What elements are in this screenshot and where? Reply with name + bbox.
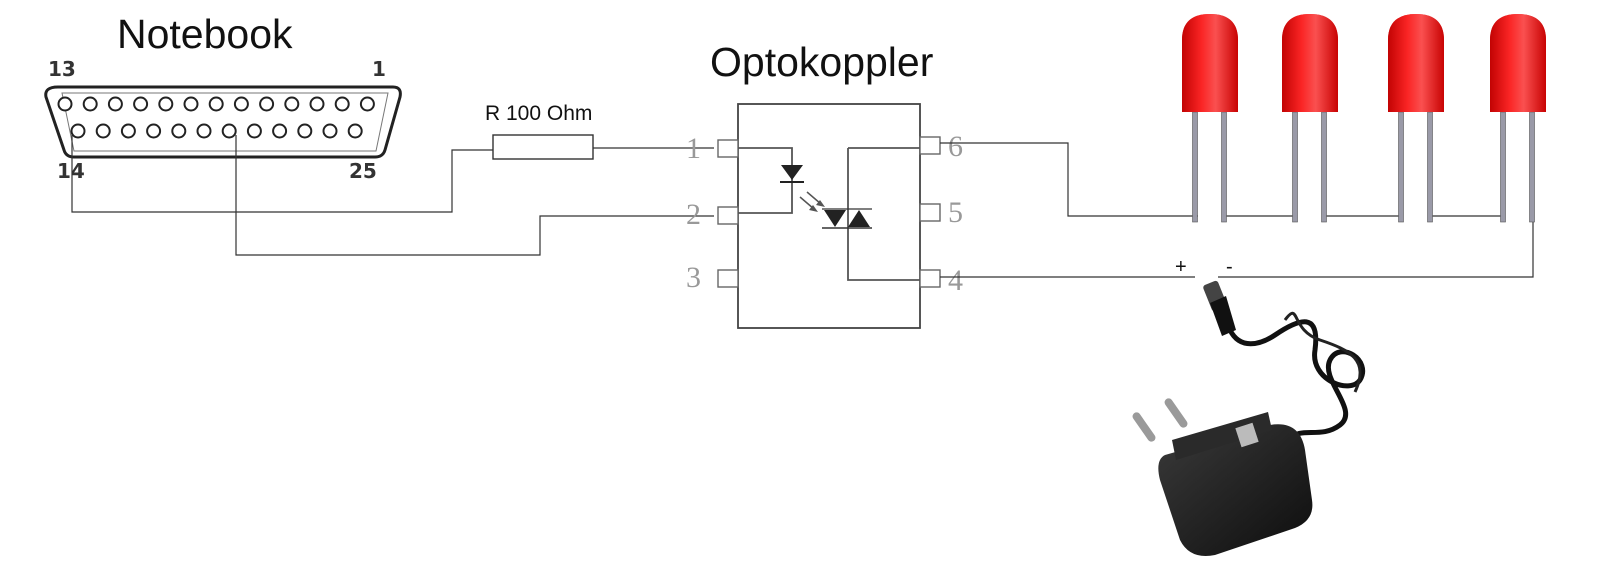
connector-pin [347, 123, 363, 139]
connector-pin [95, 123, 111, 139]
connector-pin-25-label: 25 [349, 159, 377, 183]
wire-minus-to-leds [1218, 216, 1534, 278]
connector-pin [334, 96, 350, 112]
connector-pin [133, 96, 149, 112]
opto-pin-6-label: 6 [948, 130, 963, 163]
wire-opto-6-to-leds [940, 142, 1198, 217]
opto-pin-1-label: 1 [686, 132, 701, 165]
connector-pin [57, 96, 73, 112]
led-icon [1388, 14, 1444, 223]
power-adapter-icon [1132, 280, 1365, 556]
connector-pin [171, 123, 187, 139]
optocoupler-title: Optokoppler [710, 39, 933, 85]
connector-pin [233, 96, 249, 112]
wire-pin-to-opto-2 [235, 135, 714, 256]
connector-pin [183, 96, 199, 112]
plus-label: + [1175, 256, 1187, 278]
connector-pin-13-label: 13 [48, 57, 76, 81]
connector-pin [272, 123, 288, 139]
resistor-icon [492, 134, 594, 160]
connector-pin-1-label: 1 [372, 57, 386, 81]
opto-pin-4-label: 4 [948, 264, 963, 297]
db25-connector-icon [44, 85, 402, 159]
minus-label: - [1226, 256, 1233, 278]
optocoupler-icon [717, 103, 941, 329]
resistor-label: R 100 Ohm [485, 102, 592, 125]
connector-pin [359, 96, 375, 112]
connector-pin [107, 96, 123, 112]
connector-pin-14-label: 14 [57, 159, 85, 183]
connector-pin [246, 123, 262, 139]
led-icon [1490, 14, 1546, 223]
connector-pin [70, 123, 86, 139]
connector-pin [322, 123, 338, 139]
connector-pin [208, 96, 224, 112]
opto-pin-2-label: 2 [686, 198, 701, 231]
connector-pin [120, 123, 136, 139]
led-group [1182, 14, 1546, 223]
notebook-title: Notebook [117, 11, 293, 57]
led-icon [1182, 14, 1238, 223]
wire-pin14-to-resistor [71, 135, 493, 213]
opto-pin-3-label: 3 [686, 261, 701, 294]
connector-pin [82, 96, 98, 112]
connector-pin [284, 96, 300, 112]
led-icon [1282, 14, 1338, 223]
opto-pin-5-label: 5 [948, 196, 963, 229]
connector-pin [146, 123, 162, 139]
connector-pins [57, 96, 375, 139]
connector-pin [221, 123, 237, 139]
connector-pin [297, 123, 313, 139]
connector-pin [196, 123, 212, 139]
connector-pin [259, 96, 275, 112]
connector-pin [309, 96, 325, 112]
connector-pin [158, 96, 174, 112]
